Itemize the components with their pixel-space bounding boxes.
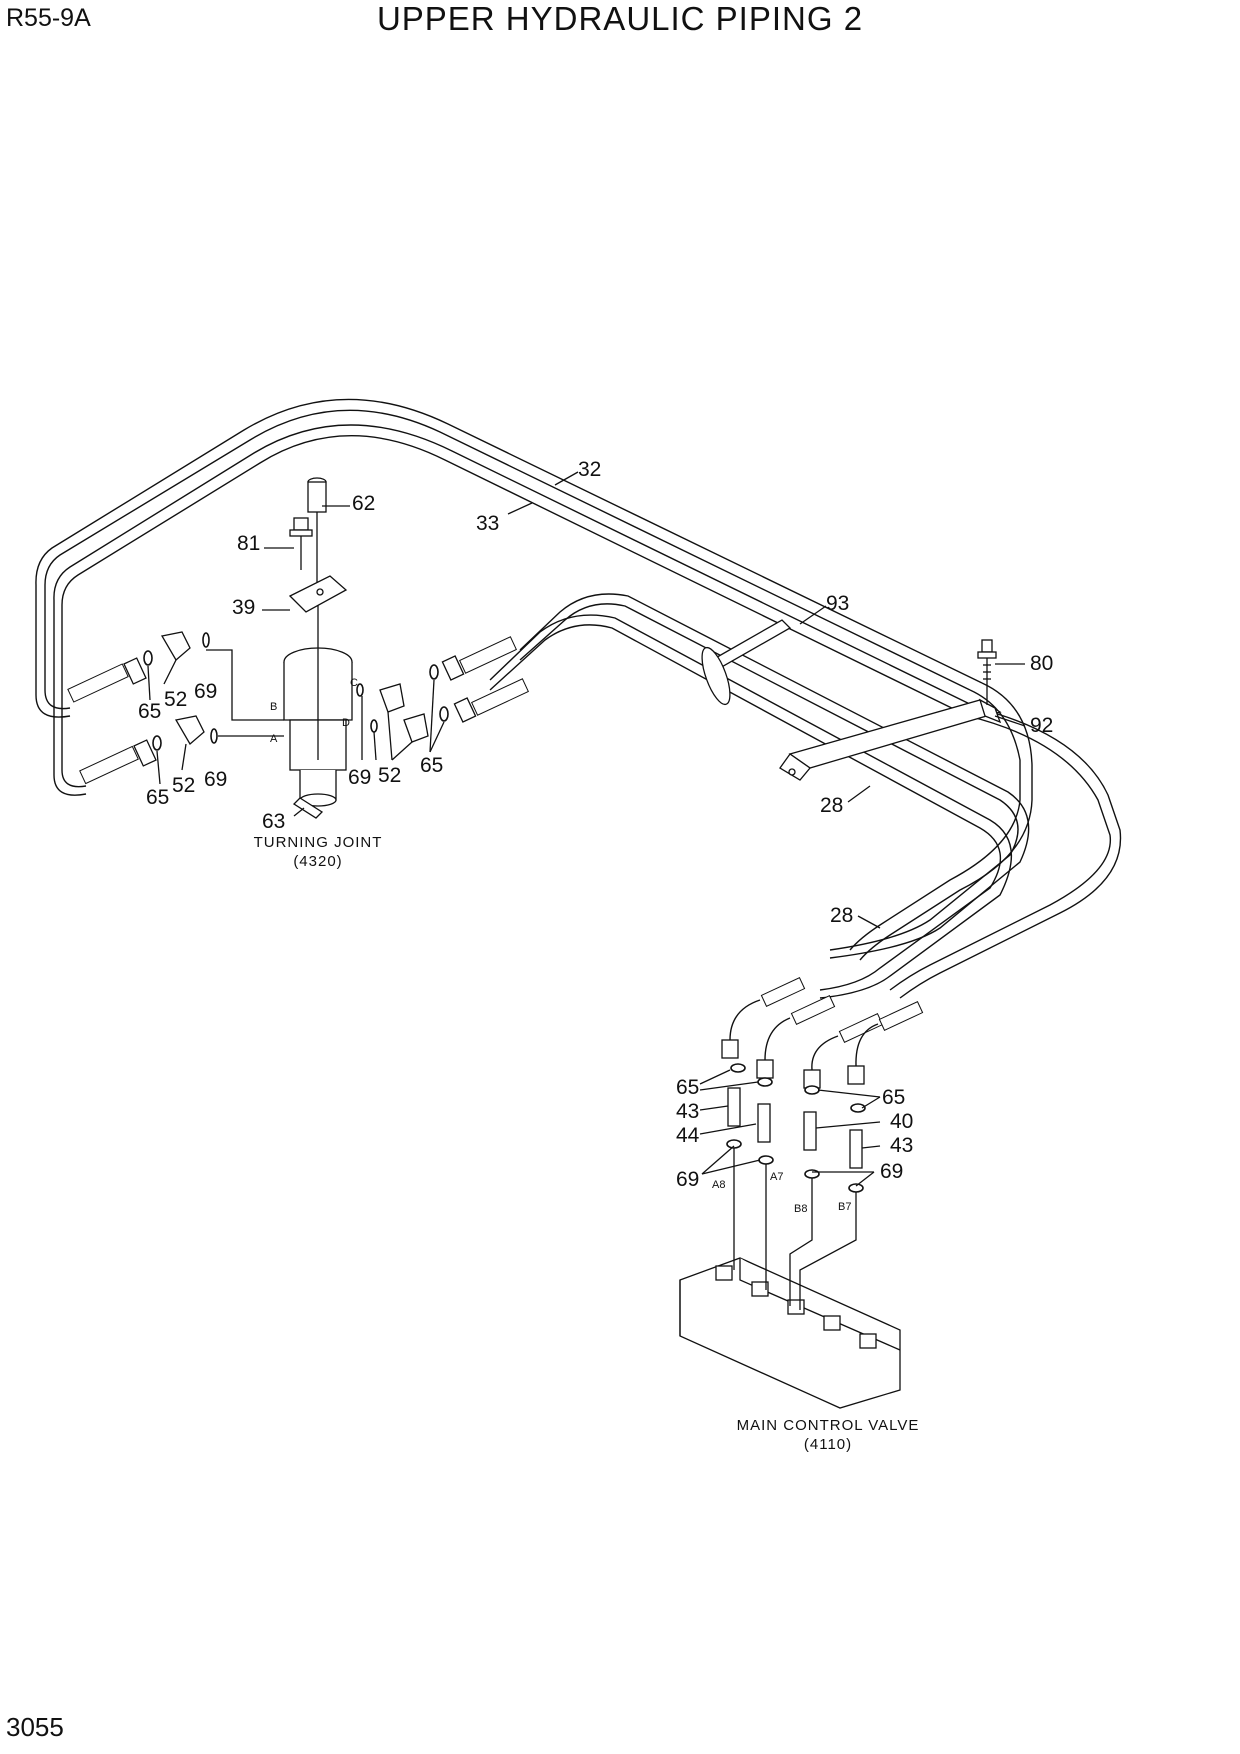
turning-joint-port-a: A — [270, 733, 278, 745]
model-number: R55-9A — [6, 4, 91, 32]
callout-69-e: 69 — [676, 1168, 699, 1191]
callout-65-d2: 65 — [676, 1076, 699, 1099]
callout-52-c: 52 — [378, 764, 401, 787]
callout-65-e: 65 — [882, 1086, 905, 1109]
callout-43-b: 43 — [890, 1134, 913, 1157]
main-control-valve-label: MAIN CONTROL VALVE — [737, 1417, 920, 1434]
callout-63: 63 — [262, 810, 285, 833]
turning-joint: B A C D — [270, 600, 358, 807]
callout-52-b: 52 — [172, 774, 195, 797]
callout-65-c: 65 — [420, 754, 443, 777]
callout-52-a: 52 — [164, 688, 187, 711]
main-control-valve-ref: (4110) — [804, 1436, 852, 1453]
callout-92: 92 — [1030, 714, 1053, 737]
callout-69-c: 69 — [348, 766, 371, 789]
callout-69-f: 69 — [880, 1160, 903, 1183]
part-63 — [292, 797, 324, 819]
callout-80: 80 — [1030, 652, 1053, 675]
callout-39: 39 — [232, 596, 255, 619]
turning-joint-stopper — [288, 477, 348, 613]
hose-ends-right — [441, 636, 529, 723]
hose-ends-left — [67, 657, 157, 785]
callout-44: 44 — [676, 1124, 700, 1147]
callout-32: 32 — [578, 458, 601, 481]
callout-65-b: 65 — [146, 786, 169, 809]
bracket-92 — [779, 698, 1002, 781]
hose-ends-mcv — [721, 977, 924, 1089]
turning-joint-port-b: B — [270, 701, 277, 713]
callout-numbers: 32 33 62 81 39 52 69 65 52 69 65 52 69 6… — [138, 458, 1053, 1191]
callout-43-a: 43 — [676, 1100, 699, 1123]
callout-28-b: 28 — [830, 904, 853, 927]
connectors — [727, 1087, 863, 1169]
callout-28-a: 28 — [820, 794, 843, 817]
callout-69-b: 69 — [204, 768, 227, 791]
turning-joint-port-d: D — [342, 717, 350, 729]
leader-lines — [147, 471, 1026, 1187]
pipe-32-33 — [35, 398, 1122, 999]
mcv-port-a7: A7 — [770, 1171, 783, 1183]
bolt-80 — [977, 639, 997, 705]
turning-joint-label: TURNING JOINT — [254, 834, 383, 851]
callout-33: 33 — [476, 512, 499, 535]
callout-69-a: 69 — [194, 680, 217, 703]
callout-81: 81 — [237, 532, 260, 555]
main-control-valve: A8 A7 B8 B7 — [679, 1148, 901, 1409]
pipe-28 — [489, 593, 1030, 999]
page-title: UPPER HYDRAULIC PIPING 2 — [376, 0, 864, 37]
callout-62: 62 — [352, 492, 375, 515]
o-rings — [143, 632, 866, 1193]
elbow-fittings-52 — [160, 631, 429, 746]
callout-93: 93 — [826, 592, 849, 615]
callout-65-a: 65 — [138, 700, 161, 723]
page-number: 3055 — [6, 1712, 64, 1742]
mcv-port-b7: B7 — [838, 1201, 851, 1213]
mcv-port-a8: A8 — [712, 1179, 725, 1191]
mcv-port-b8: B8 — [794, 1203, 807, 1215]
callout-40: 40 — [890, 1110, 913, 1133]
clamp-93 — [701, 619, 792, 706]
turning-joint-ref: (4320) — [293, 853, 342, 870]
turning-joint-port-c: C — [350, 677, 358, 689]
